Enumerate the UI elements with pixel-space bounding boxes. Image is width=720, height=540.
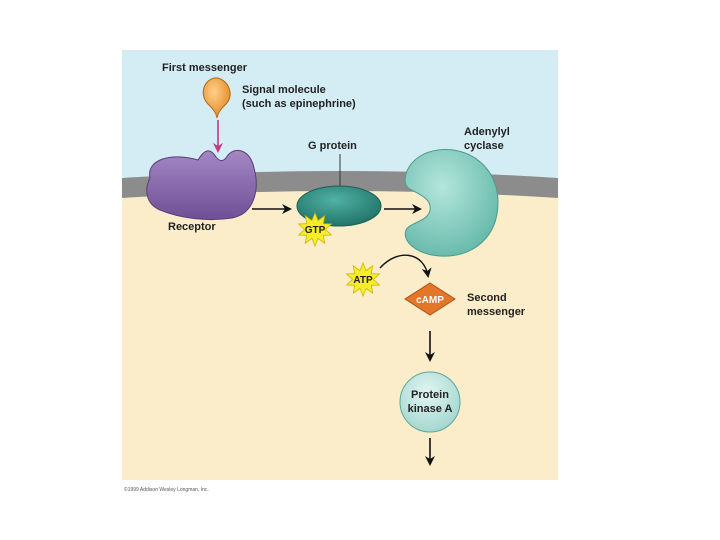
signal-molecule [202, 77, 231, 119]
atp-to-camp-arrow [379, 254, 432, 278]
camp-label: cAMP [416, 295, 444, 306]
adenylyl-cyclase-label-line1: Adenylyl [464, 126, 510, 138]
g-protein-label: G protein [308, 140, 357, 152]
gtp-label: GTP [305, 225, 326, 236]
copyright-text: ©1999 Addison Wesley Longman, Inc. [124, 486, 209, 493]
protein-kinase-a-label-line2: kinase A [408, 403, 453, 415]
signal-molecule-label-line1: Signal molecule [242, 84, 326, 96]
figure-panel [122, 50, 558, 480]
camp-shape [404, 282, 456, 316]
protein-kinase-a-label-line1: Protein [411, 389, 449, 401]
gtp-starburst [297, 211, 333, 248]
receptor-shape [146, 149, 257, 221]
first-messenger-label: First messenger [162, 62, 248, 74]
g-protein-shape [296, 185, 382, 227]
protein-kinase-a-shape [399, 371, 461, 433]
second-messenger-label-line2: messenger [467, 306, 526, 318]
signal-molecule-label-line2: (such as epinephrine) [242, 98, 356, 110]
atp-starburst [345, 261, 381, 298]
second-messenger-label-line1: Second [467, 292, 507, 304]
adenylyl-cyclase-shape [404, 149, 499, 257]
atp-label: ATP [353, 275, 373, 286]
receptor-label: Receptor [168, 221, 216, 233]
adenylyl-cyclase-label-line2: cyclase [464, 140, 504, 152]
